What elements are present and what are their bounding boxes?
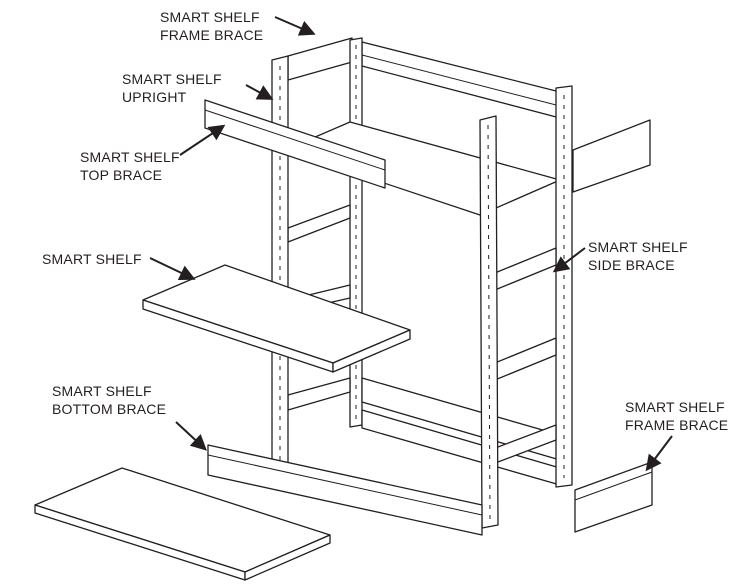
label-line: SMART SHELF [80,149,180,165]
arrow-bottom-brace [175,421,207,451]
bottom-brace-part [207,444,483,536]
arrow-shelf [149,257,196,281]
back-right-upright [555,85,573,488]
back-left-upright [349,37,363,428]
label-line: SMART SHELF [625,399,725,415]
label-frame-brace-top: SMART SHELF FRAME BRACE [160,8,263,44]
arrow-frame-brace-right [645,435,673,472]
back-lower-braces [287,204,561,486]
back-top-frame-brace [361,41,561,119]
label-line: TOP BRACE [80,167,163,183]
label-frame-brace-right: SMART SHELF FRAME BRACE [625,398,728,434]
right-top-side-brace [572,119,651,193]
label-line: SMART SHELF [588,239,688,255]
label-line: SIDE BRACE [588,257,675,273]
top-brace-part [204,99,386,189]
label-top-brace: SMART SHELF TOP BRACE [80,148,180,184]
label-line: SMART SHELF [42,251,142,267]
label-line: SMART SHELF [122,71,222,87]
label-line: SMART SHELF [52,383,152,399]
arrow-frame-brace-top [274,16,316,36]
label-side-brace: SMART SHELF SIDE BRACE [588,238,688,274]
arrow-upright [245,84,274,100]
arrow-top-brace [179,124,226,156]
label-line: FRAME BRACE [160,27,264,43]
left-top-frame-brace [287,37,353,81]
label-line: SMART SHELF [160,9,260,25]
label-line: BOTTOM BRACE [52,401,167,417]
front-left-upright [271,55,289,483]
label-shelf: SMART SHELF [42,250,142,268]
label-upright: SMART SHELF UPRIGHT [122,70,222,106]
smart-shelf-part [142,264,411,373]
front-right-upright [479,115,499,529]
label-line: FRAME BRACE [625,417,729,433]
label-bottom-brace: SMART SHELF BOTTOM BRACE [52,382,166,418]
right-side-braces [489,247,557,466]
bottom-shelf-part [34,467,331,581]
label-line: UPRIGHT [122,89,187,105]
arrow-side-brace [552,247,586,273]
right-frame-brace-part [574,461,653,533]
